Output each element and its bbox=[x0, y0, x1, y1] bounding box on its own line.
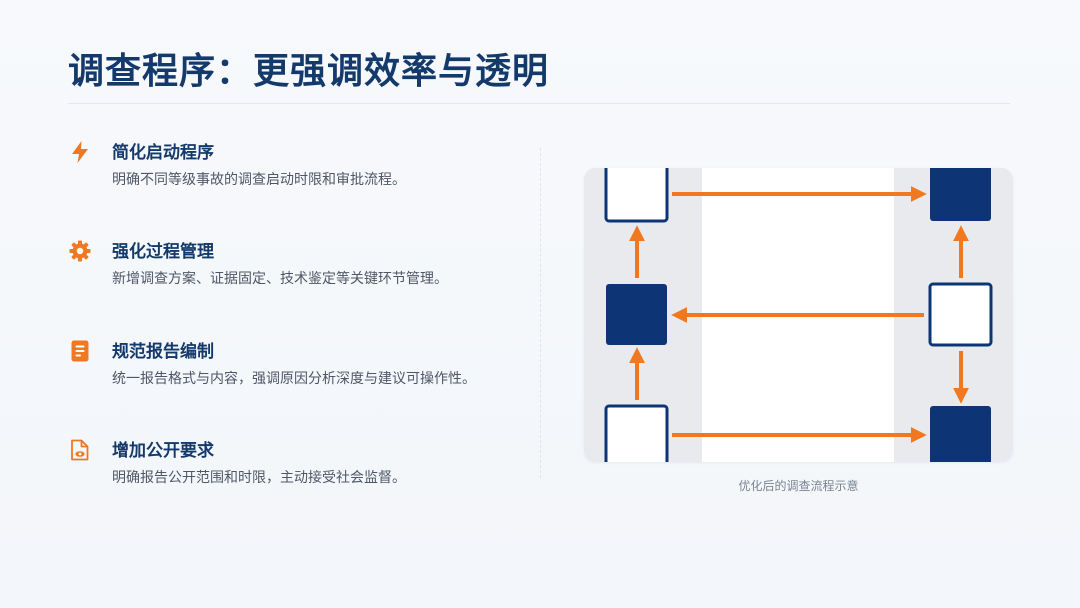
feature-title: 强化过程管理 bbox=[112, 242, 214, 262]
feature-description: 明确报告公开范围和时限，主动接受社会监督。 bbox=[112, 470, 406, 486]
document-eye-icon bbox=[68, 438, 92, 462]
feature-title: 简化启动程序 bbox=[112, 143, 214, 163]
page-title: 调查程序：更强调效率与透明 bbox=[68, 51, 550, 92]
document-icon bbox=[68, 339, 92, 363]
process-diagram bbox=[584, 168, 1013, 462]
feature-description: 新增调查方案、证据固定、技术鉴定等关键环节管理。 bbox=[112, 271, 448, 287]
lightning-icon bbox=[68, 140, 92, 164]
process-node-right-bottom bbox=[930, 406, 991, 462]
feature-title: 增加公开要求 bbox=[112, 441, 214, 461]
diagram-caption: 优化后的调查流程示意 bbox=[738, 479, 859, 493]
feature-item: 简化启动程序 明确不同等级事故的调查启动时限和审批流程。 bbox=[68, 138, 538, 198]
feature-description: 统一报告格式与内容，强调原因分析深度与建议可操作性。 bbox=[112, 371, 476, 387]
gear-icon bbox=[68, 239, 92, 263]
process-node-left-middle bbox=[606, 284, 667, 345]
title-divider bbox=[68, 103, 1010, 104]
process-node-right-top bbox=[930, 168, 991, 221]
feature-description: 明确不同等级事故的调查启动时限和审批流程。 bbox=[112, 172, 406, 188]
feature-title: 规范报告编制 bbox=[112, 342, 214, 362]
feature-item: 增加公开要求 明确报告公开范围和时限，主动接受社会监督。 bbox=[68, 436, 538, 496]
process-node-left-bottom bbox=[604, 404, 669, 462]
column-divider bbox=[540, 148, 541, 478]
process-node-left-top bbox=[604, 168, 669, 223]
feature-item: 规范报告编制 统一报告格式与内容，强调原因分析深度与建议可操作性。 bbox=[68, 337, 538, 397]
process-node-right-middle bbox=[928, 282, 993, 347]
feature-item: 强化过程管理 新增调查方案、证据固定、技术鉴定等关键环节管理。 bbox=[68, 237, 538, 297]
